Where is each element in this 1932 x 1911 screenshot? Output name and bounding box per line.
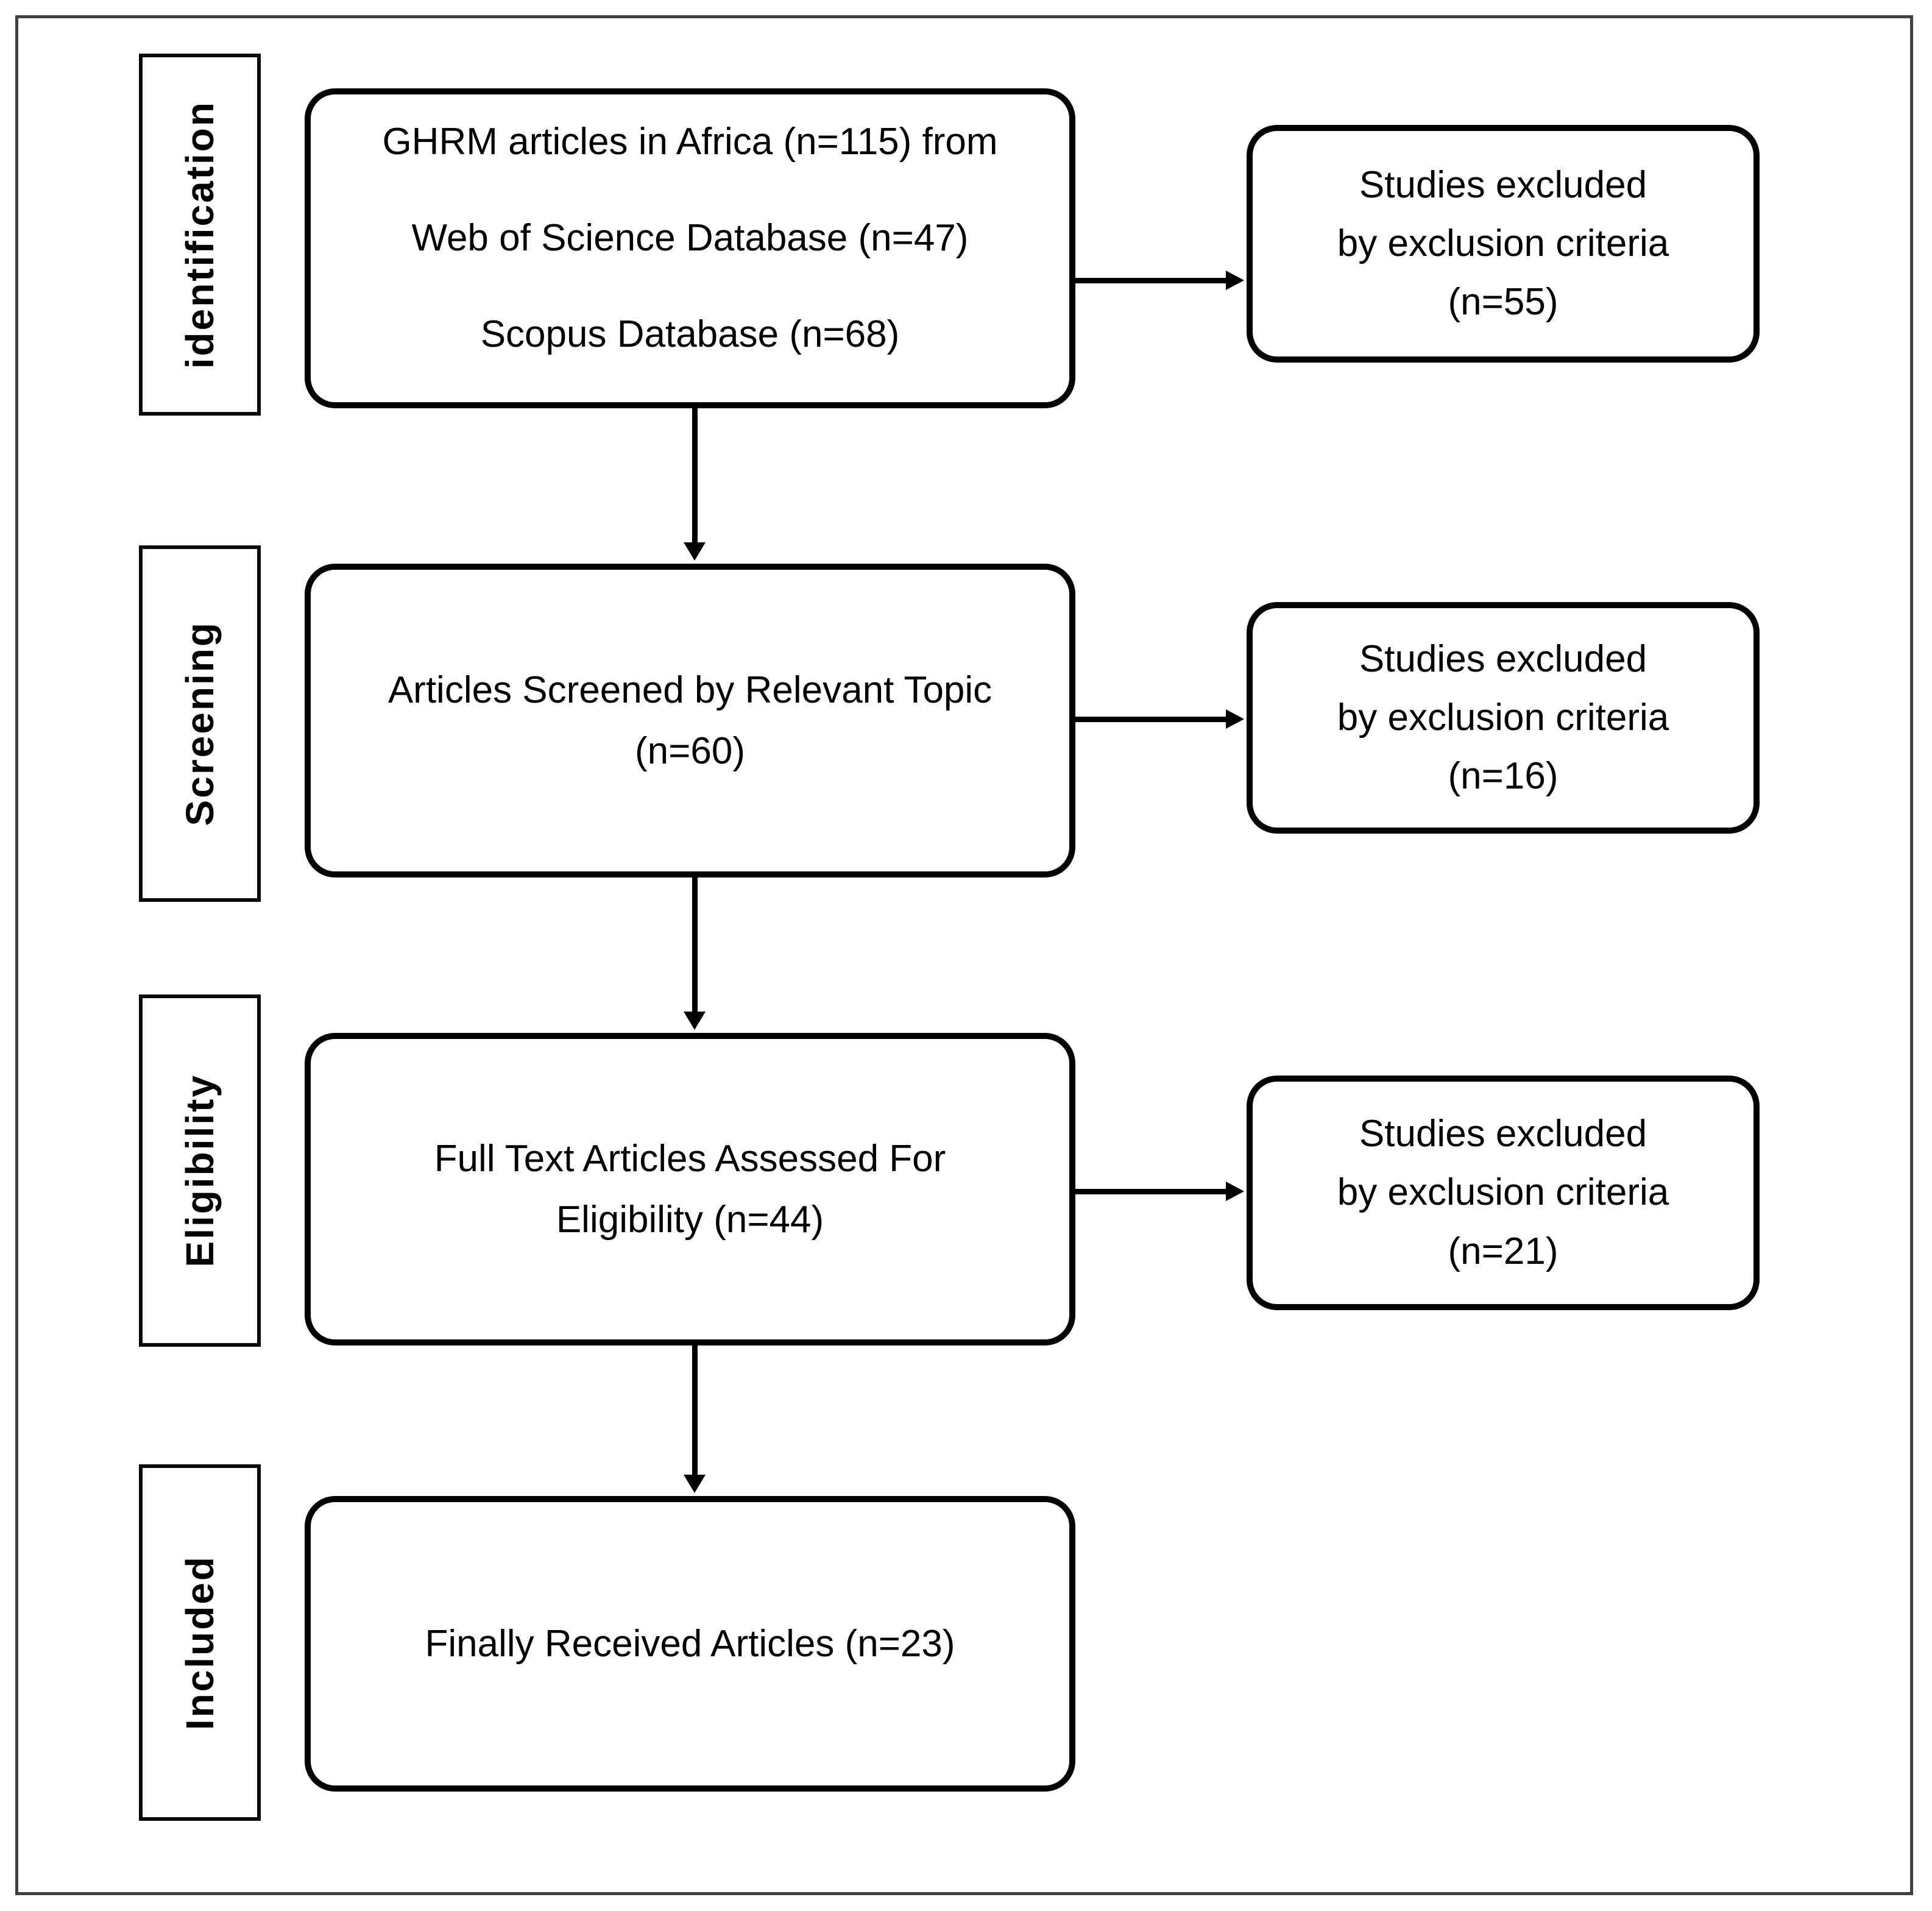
right-arrow-icon: [1226, 1182, 1244, 1201]
included-box: Finally Received Articles (n=23): [305, 1496, 1075, 1792]
excluded-line-1: Studies excluded: [1359, 163, 1647, 206]
eligibility-box: Full Text Articles Assessed For Eligibil…: [305, 1033, 1075, 1346]
screening-box: Articles Screened by Relevant Topic (n=6…: [305, 564, 1075, 878]
excluded-line-2: by exclusion criteria: [1337, 222, 1669, 264]
excluded-line-3: (n=16): [1448, 755, 1559, 798]
excluded-line-1: Studies excluded: [1359, 1113, 1647, 1155]
stage-label-text: Screening: [178, 621, 222, 826]
excluded-box-identification: Studies excluded by exclusion criteria (…: [1247, 125, 1760, 363]
identification-box: GHRM articles in Africa (n=115) from Web…: [305, 88, 1075, 408]
excluded-line-2: by exclusion criteria: [1337, 696, 1669, 739]
screening-line-2: (n=60): [635, 729, 745, 772]
down-arrow-icon: [684, 542, 706, 561]
identification-line-3: Scopus Database (n=68): [480, 313, 900, 355]
down-arrow-icon: [684, 1012, 706, 1030]
identification-line-2: Web of Science Database (n=47): [411, 216, 969, 259]
excluded-line-1: Studies excluded: [1359, 637, 1647, 680]
stage-label-text: identification: [178, 100, 222, 369]
eligibility-line-2: Eligibility (n=44): [556, 1198, 824, 1241]
stage-label-identification: identification: [139, 54, 261, 416]
excluded-line-2: by exclusion criteria: [1337, 1171, 1669, 1214]
connector-eligibility-excluded: [1075, 1189, 1228, 1194]
stage-label-eligibility: Eligibility: [139, 994, 261, 1347]
right-arrow-icon: [1226, 709, 1244, 729]
eligibility-line-1: Full Text Articles Assessed For: [434, 1138, 946, 1180]
connector-screening-excluded: [1075, 717, 1228, 722]
connector-screening-eligibility: [692, 878, 698, 1013]
excluded-box-eligibility: Studies excluded by exclusion criteria (…: [1247, 1076, 1760, 1310]
connector-eligibility-included: [692, 1346, 698, 1476]
stage-label-screening: Screening: [139, 545, 261, 902]
stage-label-text: Eligibility: [178, 1074, 222, 1268]
excluded-box-screening: Studies excluded by exclusion criteria (…: [1247, 602, 1760, 834]
excluded-line-3: (n=21): [1448, 1230, 1559, 1272]
stage-label-included: Included: [139, 1464, 261, 1821]
right-arrow-icon: [1226, 271, 1244, 290]
connector-identification-excluded: [1075, 278, 1228, 283]
stage-label-text: Included: [178, 1555, 222, 1731]
excluded-line-3: (n=55): [1448, 281, 1559, 324]
screening-line-1: Articles Screened by Relevant Topic: [387, 669, 993, 712]
down-arrow-icon: [684, 1475, 706, 1493]
identification-line-1: GHRM articles in Africa (n=115) from: [382, 121, 998, 163]
connector-identification-screening: [692, 408, 698, 544]
included-line-1: Finally Received Articles (n=23): [425, 1622, 955, 1665]
